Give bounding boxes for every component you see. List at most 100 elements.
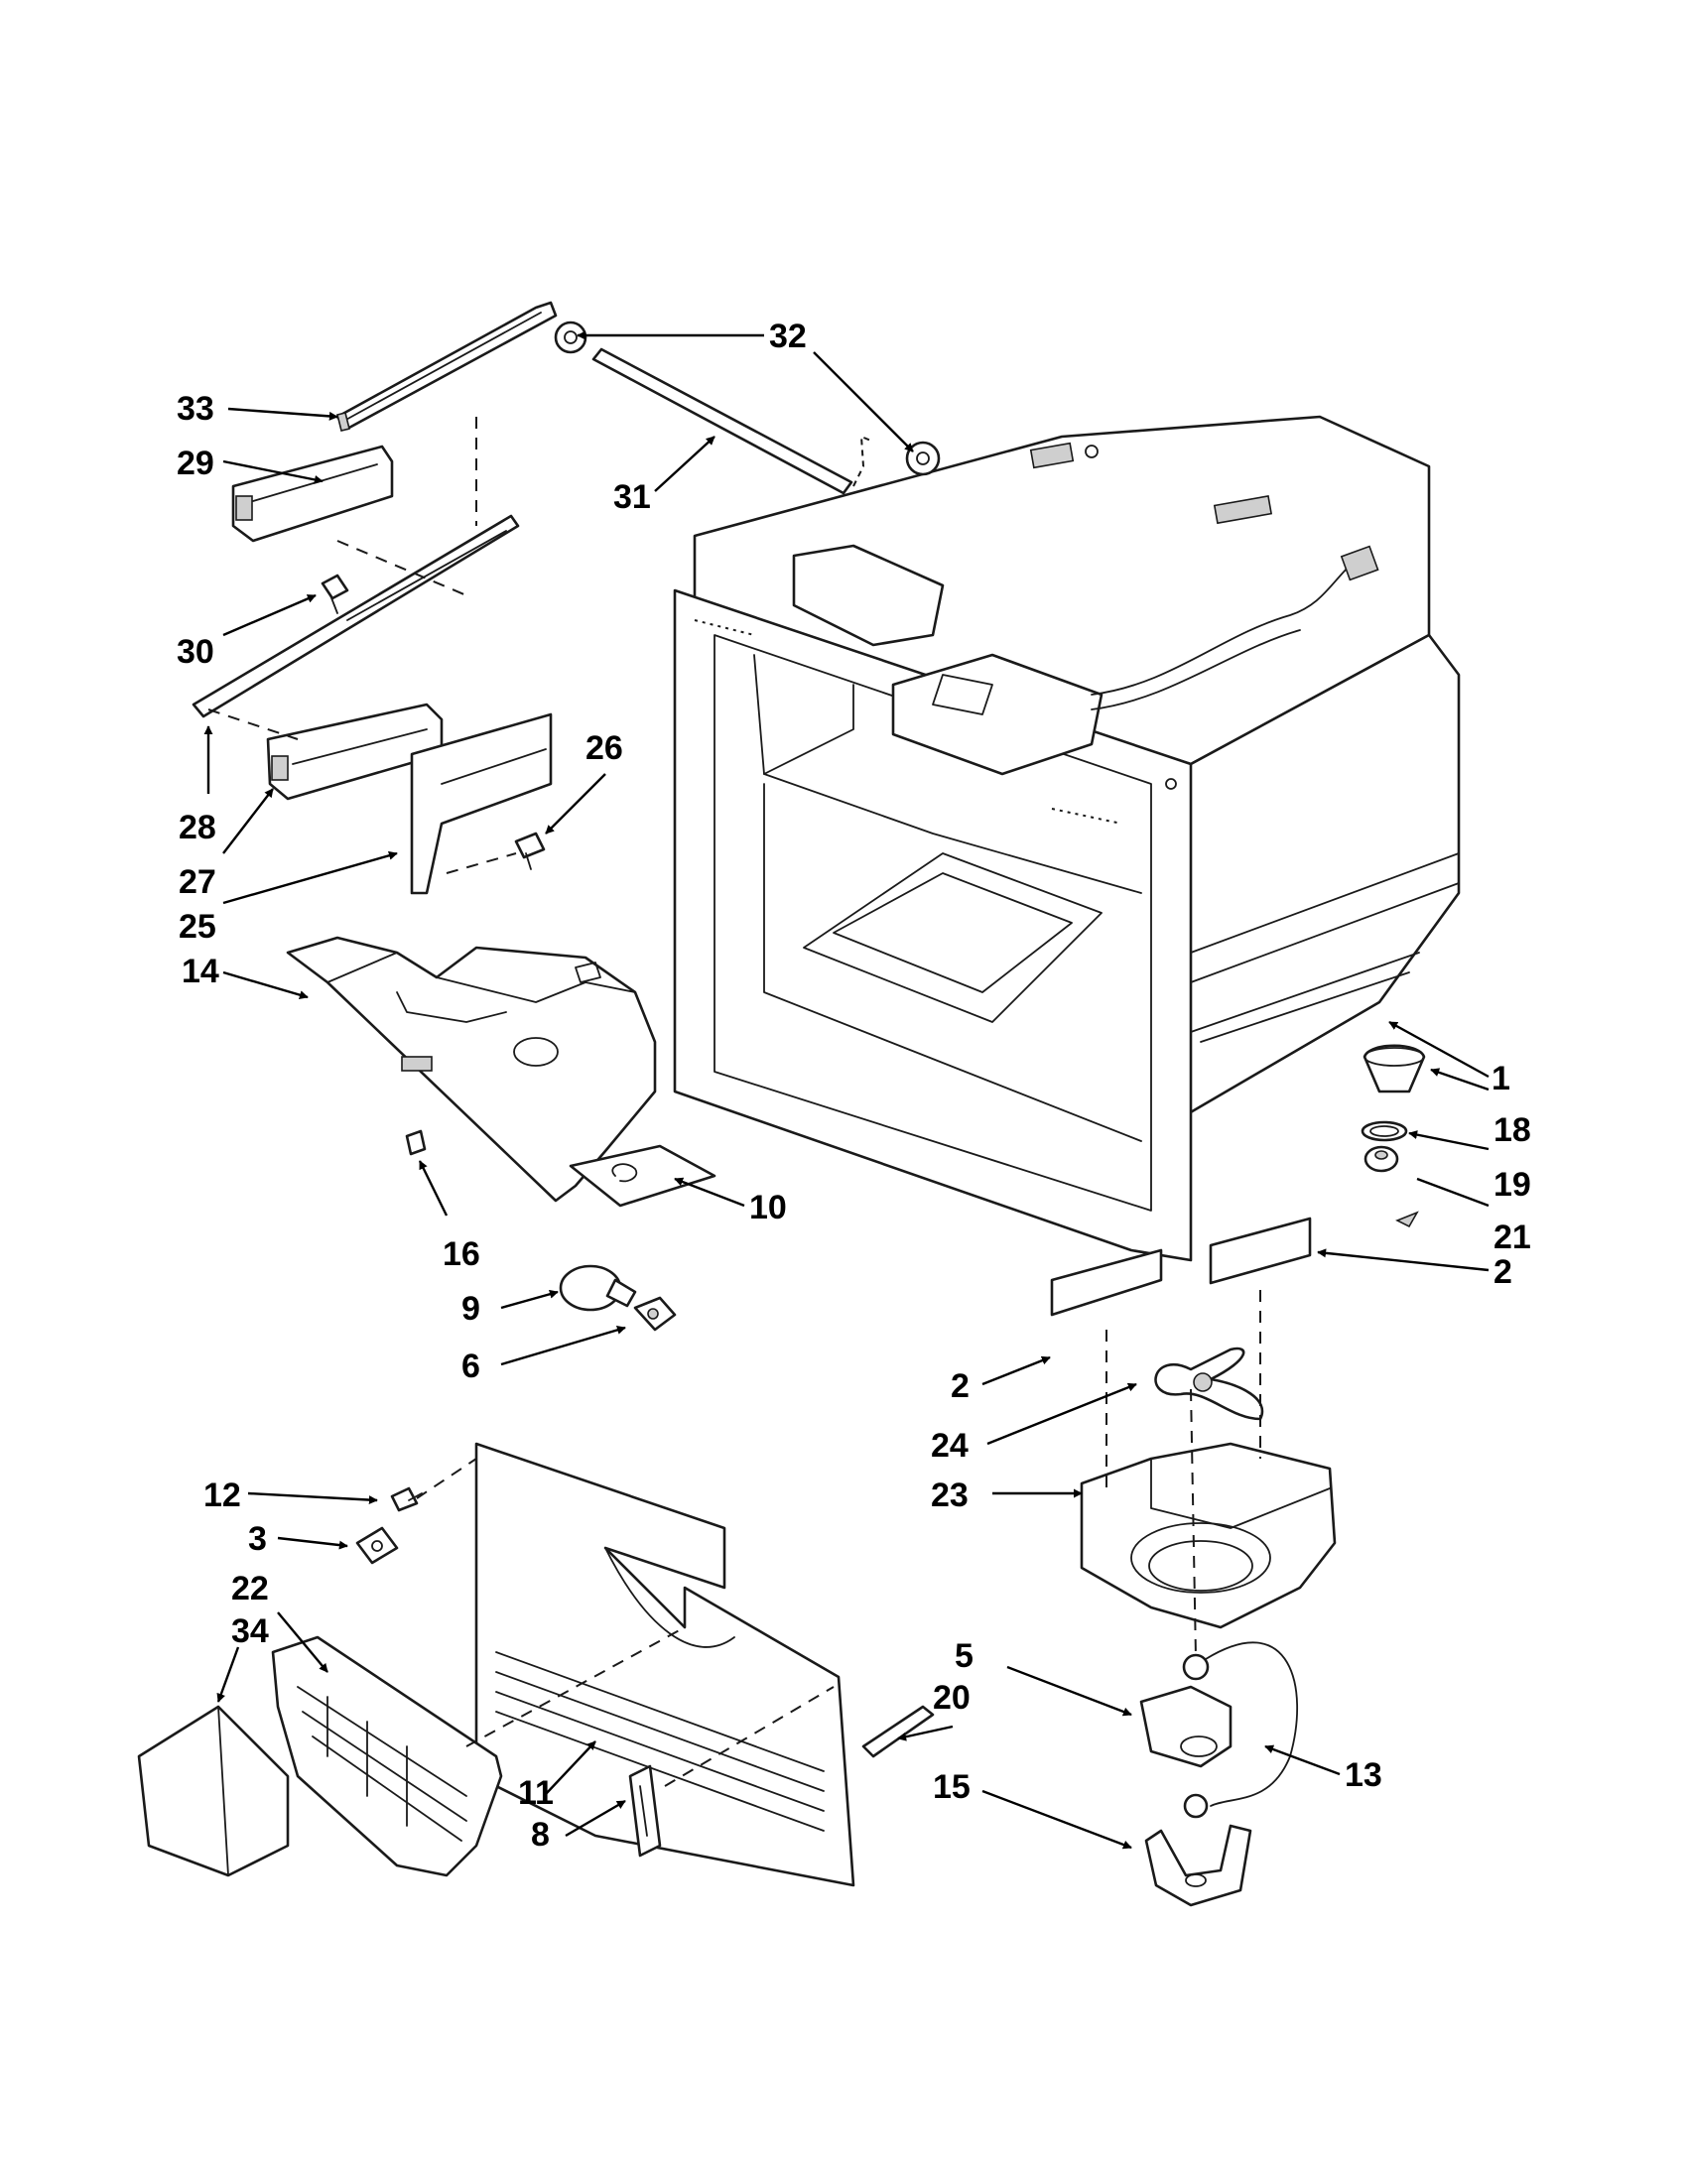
drain-plug-part-19 [1363, 1145, 1399, 1173]
alignment-line [852, 435, 874, 487]
leader-14 [222, 970, 309, 1000]
callout-28: 28 [179, 809, 216, 846]
screw-part-12 [390, 1486, 423, 1512]
long-rail-part-30-area [192, 514, 520, 718]
callout-8: 8 [531, 1816, 550, 1854]
alignment-line [664, 1686, 835, 1787]
callout-34: 34 [231, 1612, 269, 1650]
callout-12: 12 [203, 1477, 241, 1514]
vent-trim-part-2-left [1050, 1248, 1163, 1317]
callout-1: 1 [1492, 1060, 1510, 1097]
leader-26 [545, 773, 606, 835]
callout-6: 6 [461, 1348, 480, 1385]
callout-21: 21 [1493, 1219, 1531, 1256]
leader-13 [1264, 1744, 1341, 1776]
insulation-strip-part-20 [861, 1705, 935, 1758]
leader-21 [1416, 1177, 1490, 1208]
leader-lines [203, 330, 1490, 1850]
gear-part-32-left [554, 321, 587, 354]
leader-5 [1006, 1665, 1132, 1717]
socket-part-6 [633, 1296, 677, 1332]
evaporator-cover-part-11 [474, 1442, 855, 1887]
leader-2b [981, 1355, 1051, 1386]
callout-25: 25 [179, 908, 216, 946]
upper-rail-part-33 [335, 301, 558, 432]
fan-shroud-part-23 [1080, 1442, 1337, 1629]
leader-2a [1317, 1248, 1490, 1272]
fan-motor-part-5 [1139, 1653, 1233, 1819]
callout-16: 16 [443, 1235, 480, 1273]
leader-11 [545, 1740, 596, 1795]
freezer-liner-part-1 [673, 415, 1461, 1262]
shaft-part-31 [591, 347, 853, 495]
light-housing-part-14 [286, 936, 657, 1203]
callout-13: 13 [1345, 1756, 1382, 1794]
drain-clip-part-21 [1395, 1211, 1419, 1228]
alignment-line [207, 708, 299, 740]
clip-part-16 [405, 1129, 427, 1156]
callout-26: 26 [585, 729, 623, 767]
screw-part-30 [321, 574, 349, 614]
o-ring-part-19 [1361, 1120, 1408, 1142]
leader-31 [654, 436, 715, 492]
callout-32: 32 [769, 318, 807, 355]
callout-3: 3 [248, 1520, 267, 1558]
leader-18 [1430, 1068, 1490, 1092]
leader-22 [277, 1611, 328, 1673]
alignment-line [446, 852, 517, 874]
wire-harness-part-13 [1205, 1641, 1299, 1807]
fan-blade-part-24 [1154, 1347, 1264, 1421]
leader-15 [981, 1789, 1132, 1850]
leader-33 [227, 407, 338, 421]
callout-5: 5 [955, 1637, 974, 1675]
callout-11: 11 [518, 1774, 554, 1812]
leader-30 [222, 593, 317, 637]
callout-15: 15 [933, 1768, 971, 1806]
leader-32b [813, 351, 914, 452]
leader-27 [222, 788, 274, 854]
leader-34 [216, 1646, 240, 1703]
callout-19: 19 [1493, 1166, 1531, 1204]
callout-20: 20 [933, 1679, 971, 1717]
gear-part-32-right [905, 441, 941, 476]
callout-23: 23 [931, 1477, 969, 1514]
leader-8 [565, 1799, 626, 1838]
callout-18: 18 [1493, 1111, 1531, 1149]
grille-part-22 [271, 1635, 503, 1877]
callout-33: 33 [177, 390, 214, 428]
sensor-part-8 [628, 1764, 662, 1858]
alignment-line [336, 540, 467, 596]
callout-2-left: 2 [951, 1367, 970, 1405]
callout-27: 27 [179, 863, 216, 901]
alignment-line [416, 1458, 477, 1499]
grommet-part-18 [1363, 1044, 1426, 1093]
leader-16 [418, 1160, 449, 1217]
leader-1 [1388, 1020, 1490, 1079]
callout-22: 22 [231, 1570, 269, 1607]
leader-12 [247, 1491, 378, 1505]
motor-bracket-part-15 [1144, 1824, 1252, 1907]
callout-14: 14 [182, 953, 219, 990]
leader-6 [500, 1325, 626, 1366]
callout-29: 29 [177, 445, 214, 482]
callout-24: 24 [931, 1427, 969, 1465]
alignment-line [1190, 1388, 1197, 1658]
callout-2-right: 2 [1493, 1253, 1512, 1291]
screw-part-26 [514, 832, 546, 870]
leader-24 [986, 1382, 1137, 1446]
leader-10 [674, 1177, 745, 1208]
lamp-part-3 [355, 1526, 399, 1565]
light-bulb-part-9 [559, 1264, 637, 1312]
rail-bracket-part-29 [231, 445, 394, 543]
vent-trim-part-2-right [1209, 1217, 1312, 1285]
leader-20 [897, 1725, 954, 1741]
callout-labels: 32 33 29 31 30 28 27 25 26 14 16 10 9 6 … [177, 318, 1531, 1854]
leader-25 [222, 850, 398, 905]
leader-19 [1408, 1130, 1490, 1151]
leader-3 [277, 1536, 348, 1550]
callout-10: 10 [749, 1189, 787, 1226]
leader-9 [500, 1289, 559, 1310]
callout-31: 31 [613, 478, 651, 516]
gasket-part-10 [569, 1144, 716, 1208]
